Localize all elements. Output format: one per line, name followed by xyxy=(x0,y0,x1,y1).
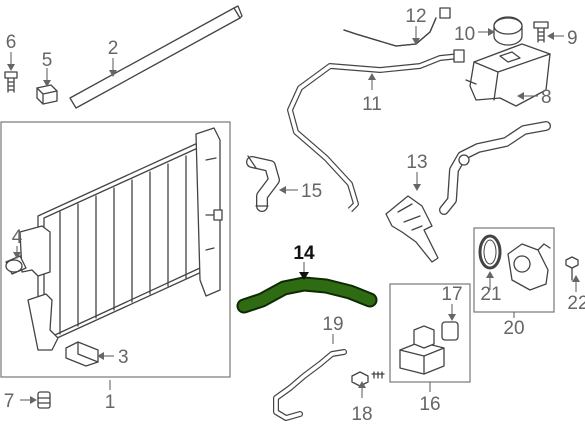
callout-13: 13 xyxy=(406,152,427,173)
part-22-bolt xyxy=(565,256,579,281)
callout-20: 20 xyxy=(503,318,524,339)
part-3-sensor xyxy=(65,341,99,367)
part-13-tube xyxy=(385,121,551,263)
part-1-radiator xyxy=(19,127,223,351)
part-18-bolt xyxy=(351,371,385,387)
callout-6: 6 xyxy=(6,32,17,53)
part-14-hose xyxy=(236,276,378,314)
callout-9: 9 xyxy=(567,28,578,49)
callout-8: 8 xyxy=(541,87,552,108)
callout-10: 10 xyxy=(454,24,475,45)
part-17-gasket xyxy=(441,321,459,341)
callout-21: 21 xyxy=(480,284,501,305)
part-15-hose xyxy=(246,155,280,212)
callout-11: 11 xyxy=(362,94,382,115)
leader-lines xyxy=(7,26,580,404)
callout-3: 3 xyxy=(118,347,129,368)
part-12-tube xyxy=(343,7,451,47)
part-7-cap xyxy=(37,391,51,409)
callout-14: 14 xyxy=(293,243,315,264)
part-2-seal xyxy=(69,5,243,109)
callout-22: 22 xyxy=(567,293,585,314)
part-11-tube xyxy=(287,49,465,213)
part-20-thermostat xyxy=(507,243,551,291)
part-16-housing xyxy=(399,325,445,375)
callout-12: 12 xyxy=(405,6,426,27)
callout-19: 19 xyxy=(322,314,343,335)
part-8-reservoir xyxy=(465,43,551,107)
callout-2: 2 xyxy=(108,38,119,59)
part-10-cap xyxy=(493,16,523,46)
callout-1: 1 xyxy=(105,392,116,413)
callout-18: 18 xyxy=(351,404,372,425)
callout-4: 4 xyxy=(12,227,23,248)
part-9-bolt xyxy=(533,21,549,43)
part-6-bolt xyxy=(4,71,18,93)
part-5-clip xyxy=(36,84,58,105)
part-19-tube xyxy=(273,349,347,421)
callout-15: 15 xyxy=(301,181,322,202)
part-4-plug xyxy=(5,255,27,275)
callout-7: 7 xyxy=(4,391,15,412)
part-21-seal xyxy=(478,234,502,270)
callout-5: 5 xyxy=(42,50,53,71)
callout-17: 17 xyxy=(441,284,462,305)
callout-16: 16 xyxy=(419,394,440,415)
part-1-box xyxy=(0,121,231,378)
